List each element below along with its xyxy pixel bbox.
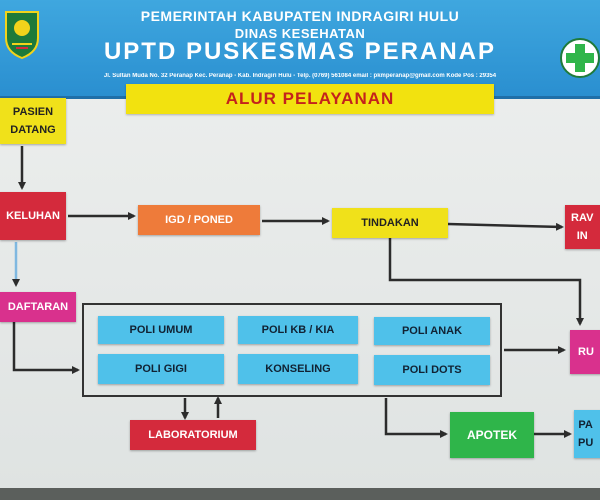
box-laboratorium: LABORATORIUM (130, 420, 256, 450)
page-title: ALUR PELAYANAN (126, 84, 494, 114)
puskesmas-logo-icon (560, 38, 600, 78)
box-poli-gigi: POLI GIGI (98, 354, 224, 384)
header-line-department: DINAS KESEHATAN (234, 26, 366, 41)
box-poli-dots: POLI DOTS (374, 355, 490, 385)
box-igd-poned: IGD / PONED (138, 205, 260, 235)
header-address: Jl. Sultan Muda No. 32 Peranap Kec. Pera… (103, 73, 497, 79)
box-rujukan: RU (570, 330, 600, 374)
poli-group-frame (82, 303, 502, 397)
header-banner: PEMERINTAH KABUPATEN INDRAGIRI HULU DINA… (0, 0, 600, 99)
box-tindakan: TINDAKAN (332, 208, 448, 238)
signboard: PEMERINTAH KABUPATEN INDRAGIRI HULU DINA… (0, 0, 600, 488)
box-apotek: APOTEK (450, 412, 534, 458)
box-pulang: PA PU (574, 410, 600, 458)
regency-crest-icon (5, 11, 39, 60)
header-line-institution: UPTD PUSKESMAS PERANAP (103, 38, 497, 65)
box-poli-kb-kia: POLI KB / KIA (238, 316, 358, 344)
box-rawat-inap: RAV IN (565, 205, 600, 249)
box-pasien-datang: PASIEN DATANG (0, 98, 66, 144)
flow-arrows (12, 146, 584, 438)
box-poli-umum: POLI UMUM (98, 316, 224, 344)
box-keluhan: KELUHAN (0, 192, 66, 240)
header-line-government: PEMERINTAH KABUPATEN INDRAGIRI HULU (140, 8, 460, 24)
box-konseling: KONSELING (238, 354, 358, 384)
box-poli-anak: POLI ANAK (374, 317, 490, 345)
box-pendaftaran: DAFTARAN (0, 292, 76, 322)
